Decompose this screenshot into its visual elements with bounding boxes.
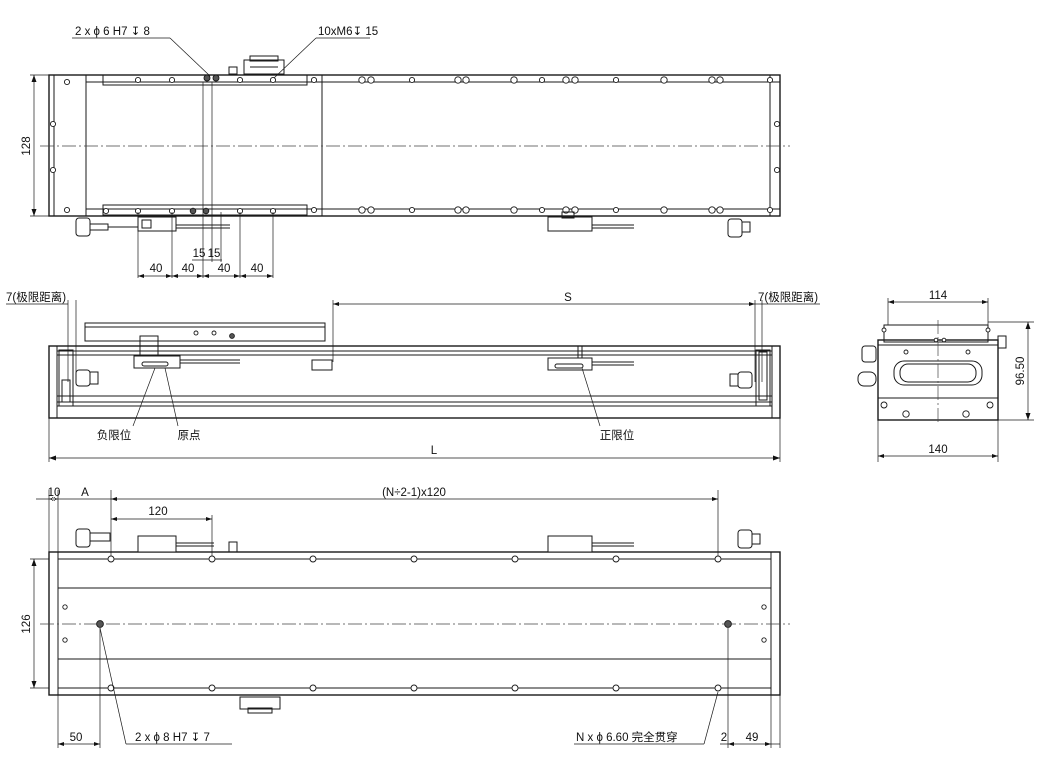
stroke-label: S bbox=[564, 292, 572, 304]
spacing-dim-1: 40 bbox=[150, 263, 163, 275]
side-stroke-dimensions: 7(极限距离) S 7(极限距离) bbox=[6, 290, 820, 382]
top-view-body bbox=[48, 74, 781, 217]
side-view: 7(极限距离) S 7(极限距离) 负限位 原点 正限位 L bbox=[6, 290, 820, 462]
side-length-dimension: L bbox=[48, 418, 781, 462]
spacing-dim-4: 15 bbox=[208, 248, 221, 260]
bottom-height-label: 126 bbox=[21, 614, 33, 633]
top-height-dimension: 128 bbox=[21, 74, 49, 217]
side-body bbox=[48, 345, 781, 419]
bottom-dim-pitch: (N÷2-1)x120 bbox=[382, 487, 446, 499]
top-spacing-dimensions: 40 40 15 15 40 40 bbox=[137, 82, 274, 278]
origin-label: 原点 bbox=[178, 429, 201, 442]
length-label: L bbox=[431, 445, 438, 457]
top-connector bbox=[228, 55, 285, 75]
spacing-dim-5: 40 bbox=[218, 263, 231, 275]
top-sensors bbox=[75, 211, 751, 238]
end-height-label: 96.50 bbox=[1015, 357, 1027, 386]
spacing-dim-2: 40 bbox=[182, 263, 195, 275]
bottom-dim-50: 50 bbox=[70, 732, 83, 744]
side-carriage bbox=[84, 322, 326, 342]
carriage-bottom-plate bbox=[102, 204, 308, 216]
top-view: 128 2 x ϕ 6 H7 ↧ 8 10xM6↧ 15 40 40 15 bbox=[21, 26, 790, 278]
neg-limit-label: 负限位 bbox=[97, 428, 132, 442]
thread-callout-text: 10xM6↧ 15 bbox=[318, 26, 378, 38]
top-callouts: 2 x ϕ 6 H7 ↧ 8 10xM6↧ 15 bbox=[72, 26, 378, 79]
bottom-dim-2: 2 bbox=[721, 732, 727, 744]
side-position-labels: 负限位 原点 正限位 bbox=[97, 367, 635, 442]
end-bottom-width-label: 140 bbox=[928, 444, 947, 456]
spacing-dim-3: 15 bbox=[193, 248, 206, 260]
bottom-holes-callout: N x ϕ 6.60 完全贯穿 bbox=[576, 730, 678, 744]
end-dimensions: 114 140 96.50 bbox=[877, 290, 1034, 462]
bottom-view: 10 A (N÷2-1)x120 120 126 50 2 x ϕ 8 H7 ↧… bbox=[21, 487, 790, 748]
pos-limit-label: 正限位 bbox=[600, 428, 635, 442]
bottom-dim-120: 120 bbox=[148, 506, 167, 518]
bottom-dim-a: A bbox=[81, 487, 89, 499]
top-view-holes bbox=[49, 74, 781, 215]
bottom-body bbox=[48, 551, 781, 696]
bottom-dim-10: 10 bbox=[48, 487, 61, 499]
stroke-limit-left-label: 7(极限距离) bbox=[6, 290, 66, 304]
bottom-dim-49: 49 bbox=[746, 732, 759, 744]
bottom-holes bbox=[62, 555, 767, 692]
dowel-callout-text: 2 x ϕ 6 H7 ↧ 8 bbox=[75, 26, 150, 38]
bottom-dimensions: 10 A (N÷2-1)x120 120 126 50 2 x ϕ 8 H7 ↧… bbox=[21, 487, 781, 748]
bottom-accessories bbox=[75, 528, 761, 714]
carriage-top-plate bbox=[102, 74, 308, 86]
stroke-limit-right-label: 7(极限距离) bbox=[758, 290, 818, 304]
top-height-label: 128 bbox=[21, 136, 33, 155]
end-top-width-label: 114 bbox=[929, 290, 948, 302]
bottom-dowel-callout: 2 x ϕ 8 H7 ↧ 7 bbox=[135, 732, 210, 744]
spacing-dim-6: 40 bbox=[251, 263, 264, 275]
end-view: 114 140 96.50 bbox=[857, 290, 1034, 462]
